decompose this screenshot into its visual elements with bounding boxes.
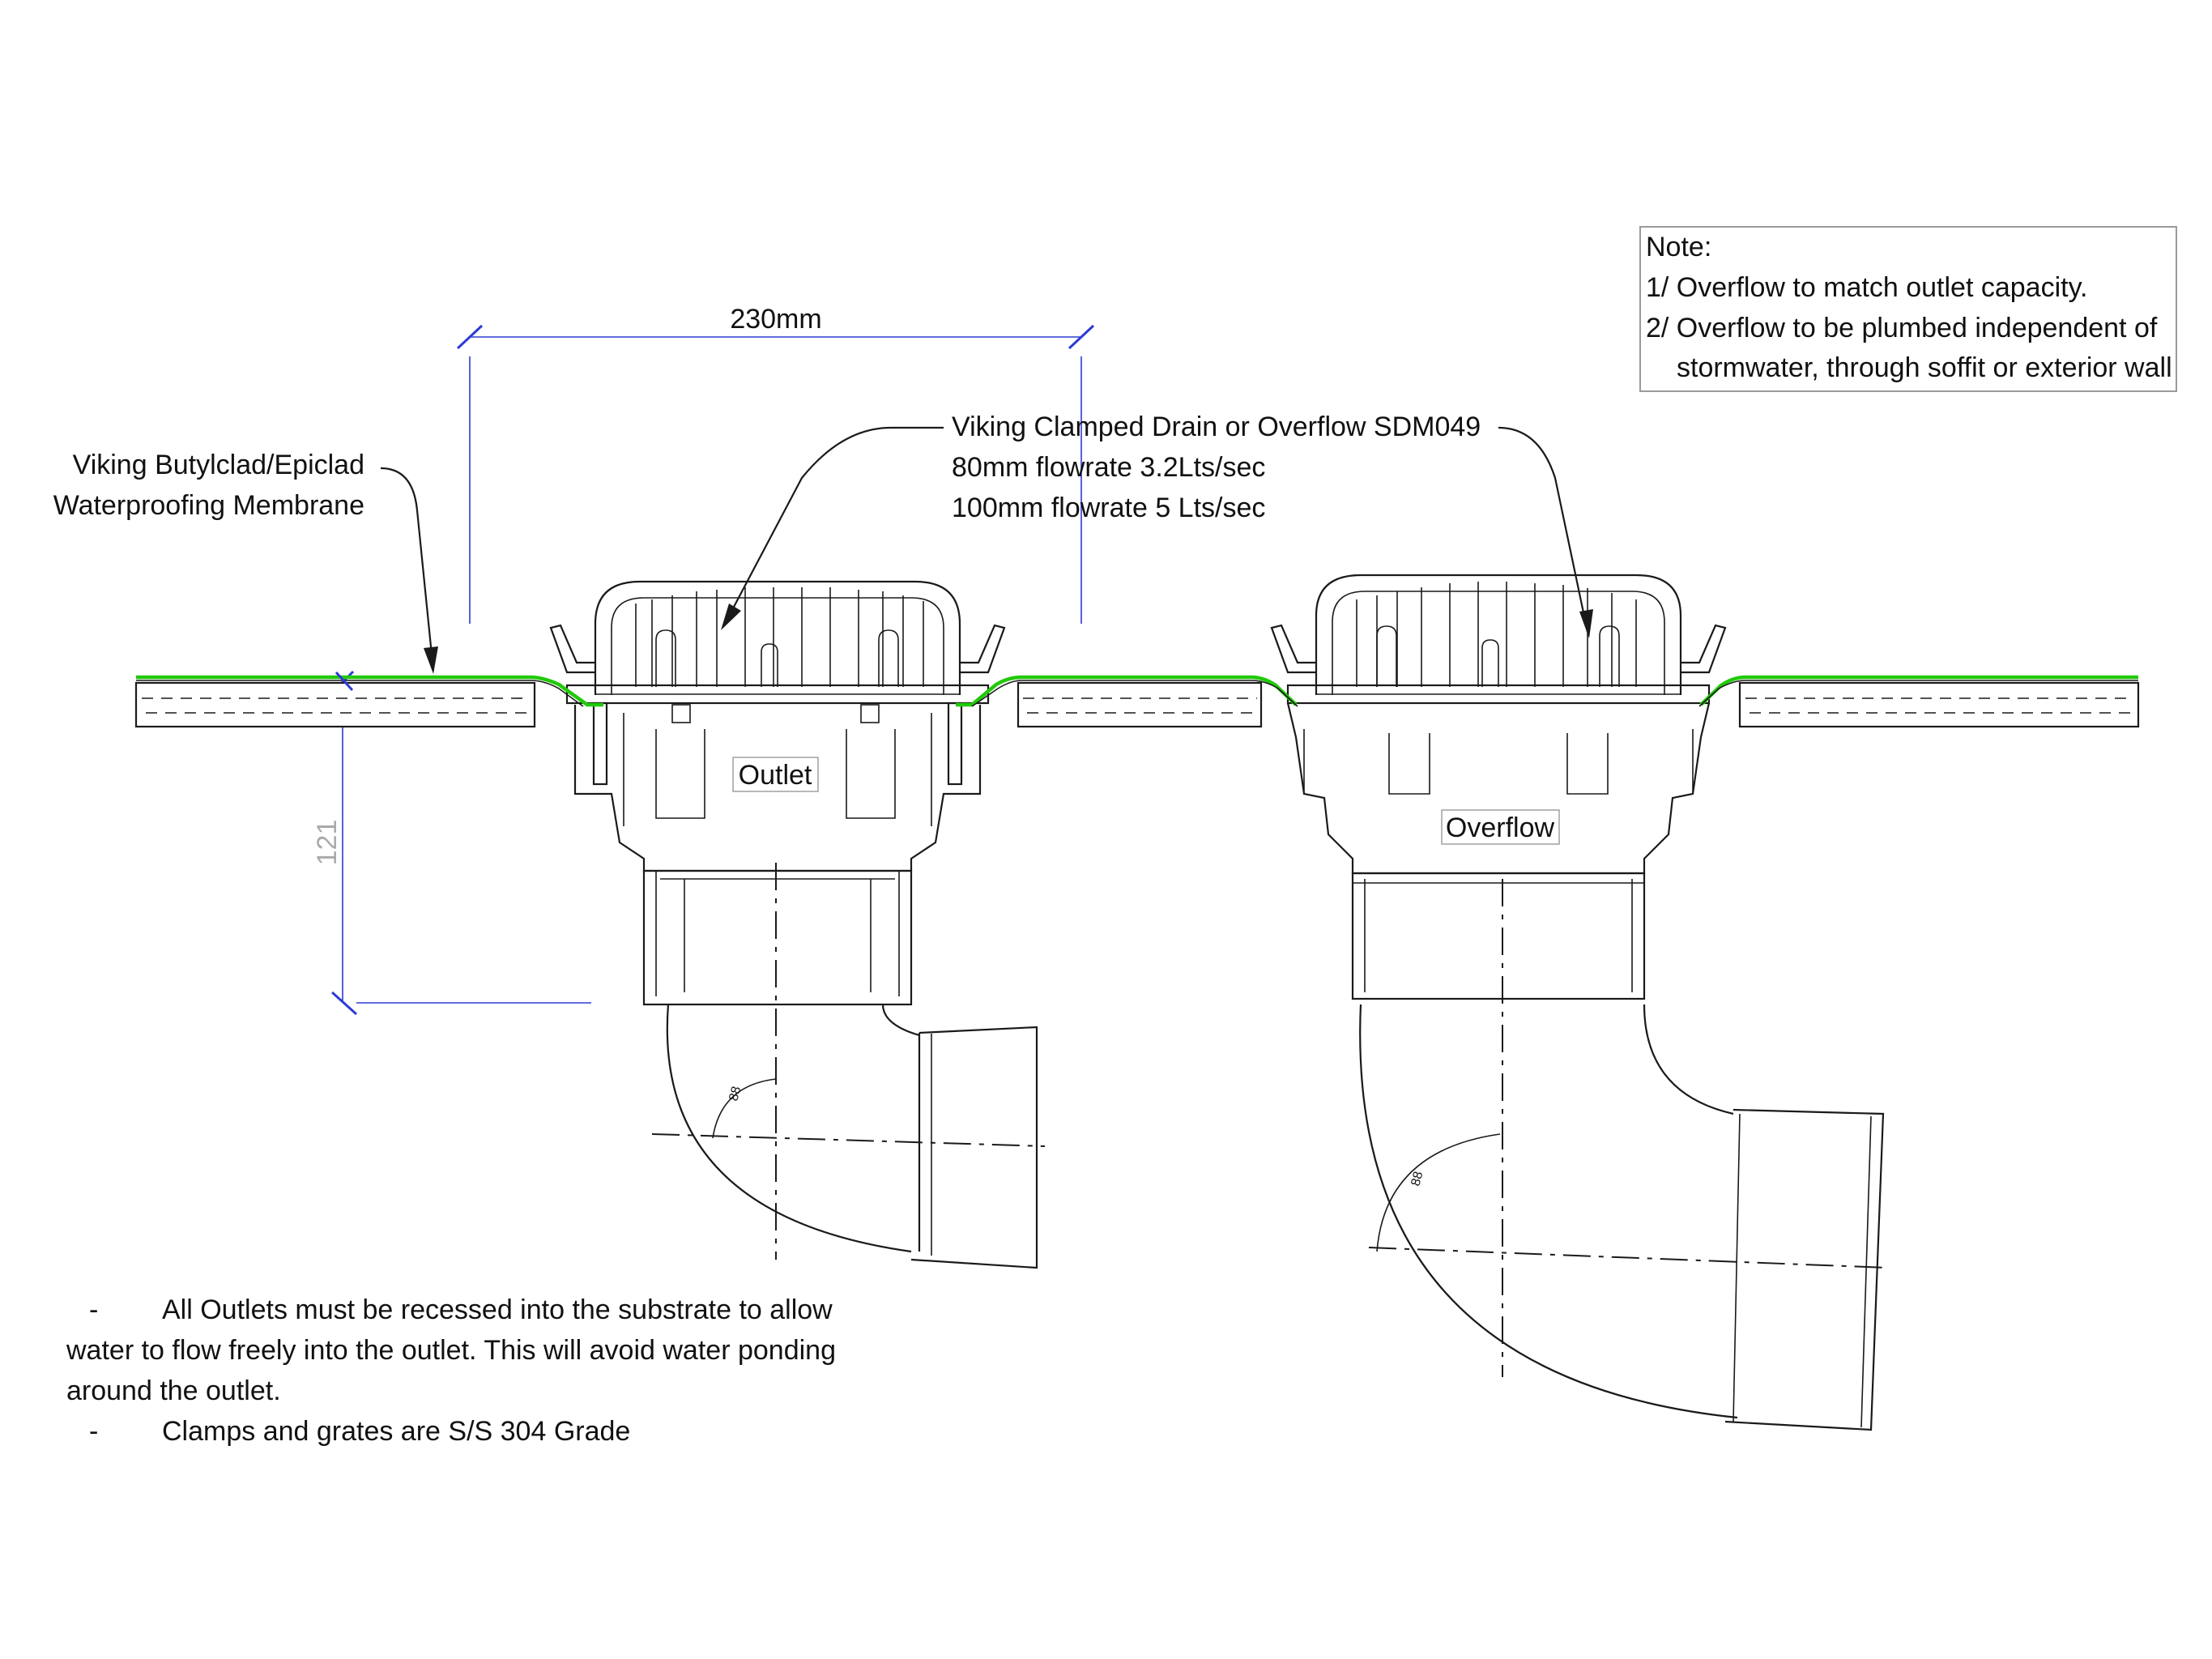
note-line-1: 1/ Overflow to match outlet capacity. <box>1646 272 2088 303</box>
height-dimension-label: 121 <box>312 820 343 866</box>
drain-label-1: Viking Clamped Drain or Overflow SDM049 <box>952 412 1481 442</box>
overflow-label: Overflow <box>1446 812 1555 843</box>
waterproofing-membrane <box>136 671 2138 707</box>
outlet-label: Outlet <box>739 760 812 791</box>
substrate-middle <box>1016 681 1263 728</box>
membrane-callout: Viking Butylclad/Epiclad Waterproofing M… <box>53 450 364 521</box>
drain-label-2: 80mm flowrate 3.2Lts/sec <box>952 452 1265 483</box>
note-line-3: stormwater, through soffit or exterior w… <box>1677 352 2172 383</box>
bullet-1-line-1: All Outlets must be recessed into the su… <box>162 1294 833 1325</box>
membrane-label-2: Waterproofing Membrane <box>53 490 364 521</box>
overflow-angle-label: 88 <box>1409 1170 1426 1188</box>
substrate-left-1 <box>134 681 536 728</box>
drain-callout: Viking Clamped Drain or Overflow SDM049 … <box>952 412 1481 523</box>
bullet-2-line-1: Clamps and grates are S/S 304 Grade <box>162 1416 630 1447</box>
height-dimension: 121 <box>312 670 591 1016</box>
note-title: Note: <box>1646 232 1711 262</box>
bullet-1-marker: - <box>89 1294 98 1325</box>
substrate-right <box>1738 681 2140 728</box>
membrane-leader <box>380 467 438 674</box>
drain-label-3: 100mm flowrate 5 Lts/sec <box>952 493 1265 523</box>
outlet-drain: Outlet 88 <box>549 580 1046 1269</box>
outlet-angle-label: 88 <box>727 1085 744 1102</box>
membrane-label-1: Viking Butylclad/Epiclad <box>73 450 364 480</box>
drain-leader-right <box>1498 426 1593 638</box>
overflow-drain: Overflow 88 <box>1270 574 1888 1431</box>
bullet-2-marker: - <box>89 1416 98 1447</box>
width-dimension-label: 230mm <box>730 304 821 335</box>
bullet-1-line-2: water to flow freely into the outlet. Th… <box>66 1335 836 1366</box>
note-line-2: 2/ Overflow to be plumbed independent of <box>1646 313 2158 343</box>
note-box: Note: 1/ Overflow to match outlet capaci… <box>1639 226 2177 392</box>
bullet-1-line-3: around the outlet. <box>66 1375 281 1406</box>
drain-leader-left <box>721 426 944 630</box>
width-dimension: 230mm <box>456 304 1095 624</box>
bullet-notes: - All Outlets must be recessed into the … <box>66 1294 836 1447</box>
